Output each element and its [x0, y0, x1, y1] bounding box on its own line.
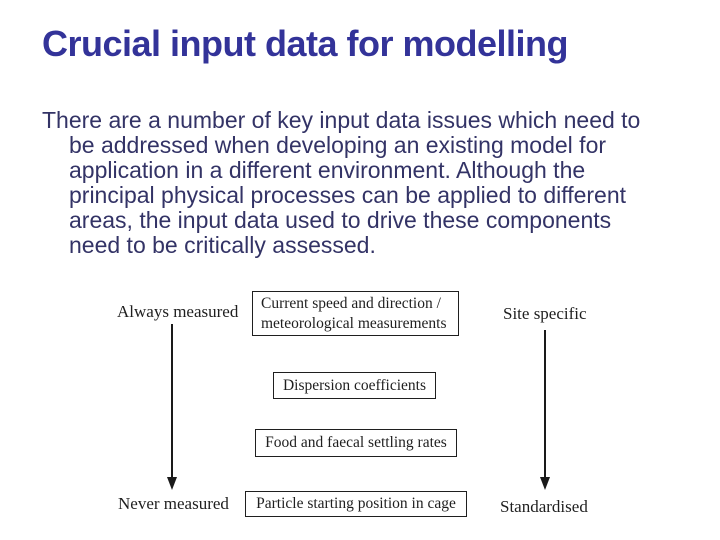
label-site-specific: Site specific	[503, 304, 587, 323]
box-text-line: meteorological measurements	[261, 314, 447, 332]
right-arrowhead-icon	[540, 477, 550, 490]
box-dispersion-coefficients: Dispersion coefficients	[273, 372, 436, 399]
box-food-faecal-settling-rates: Food and faecal settling rates	[255, 429, 457, 457]
box-text-line: Food and faecal settling rates	[265, 434, 447, 451]
body-paragraph: There are a number of key input data iss…	[42, 108, 640, 258]
left-arrowhead-icon	[167, 477, 177, 490]
body-text-line: need to be critically assessed.	[69, 232, 376, 258]
label-standardised: Standardised	[500, 497, 588, 516]
right-arrow-shaft	[544, 330, 546, 477]
left-arrow-shaft	[171, 324, 173, 477]
body-text-line: be addressed when developing an existing…	[69, 132, 607, 158]
box-text-line: Dispersion coefficients	[282, 376, 427, 394]
label-always-measured: Always measured	[117, 302, 239, 321]
box-text-line: Current speed and direction /	[261, 294, 441, 312]
body-text-line: application in a different environment. …	[69, 157, 586, 183]
label-never-measured: Never measured	[118, 494, 229, 513]
page-title: Crucial input data for modelling	[42, 23, 569, 64]
box-current-speed-meteorological: Current speed and direction / meteorolog…	[252, 291, 459, 336]
body-text-line: principal physical processes can be appl…	[69, 182, 627, 208]
box-particle-starting-position: Particle starting position in cage	[245, 491, 467, 517]
body-text-line: areas, the input data used to drive thes…	[69, 207, 612, 233]
box-text-line: Particle starting position in cage	[256, 495, 456, 512]
body-text-line: There are a number of key input data iss…	[42, 107, 641, 133]
